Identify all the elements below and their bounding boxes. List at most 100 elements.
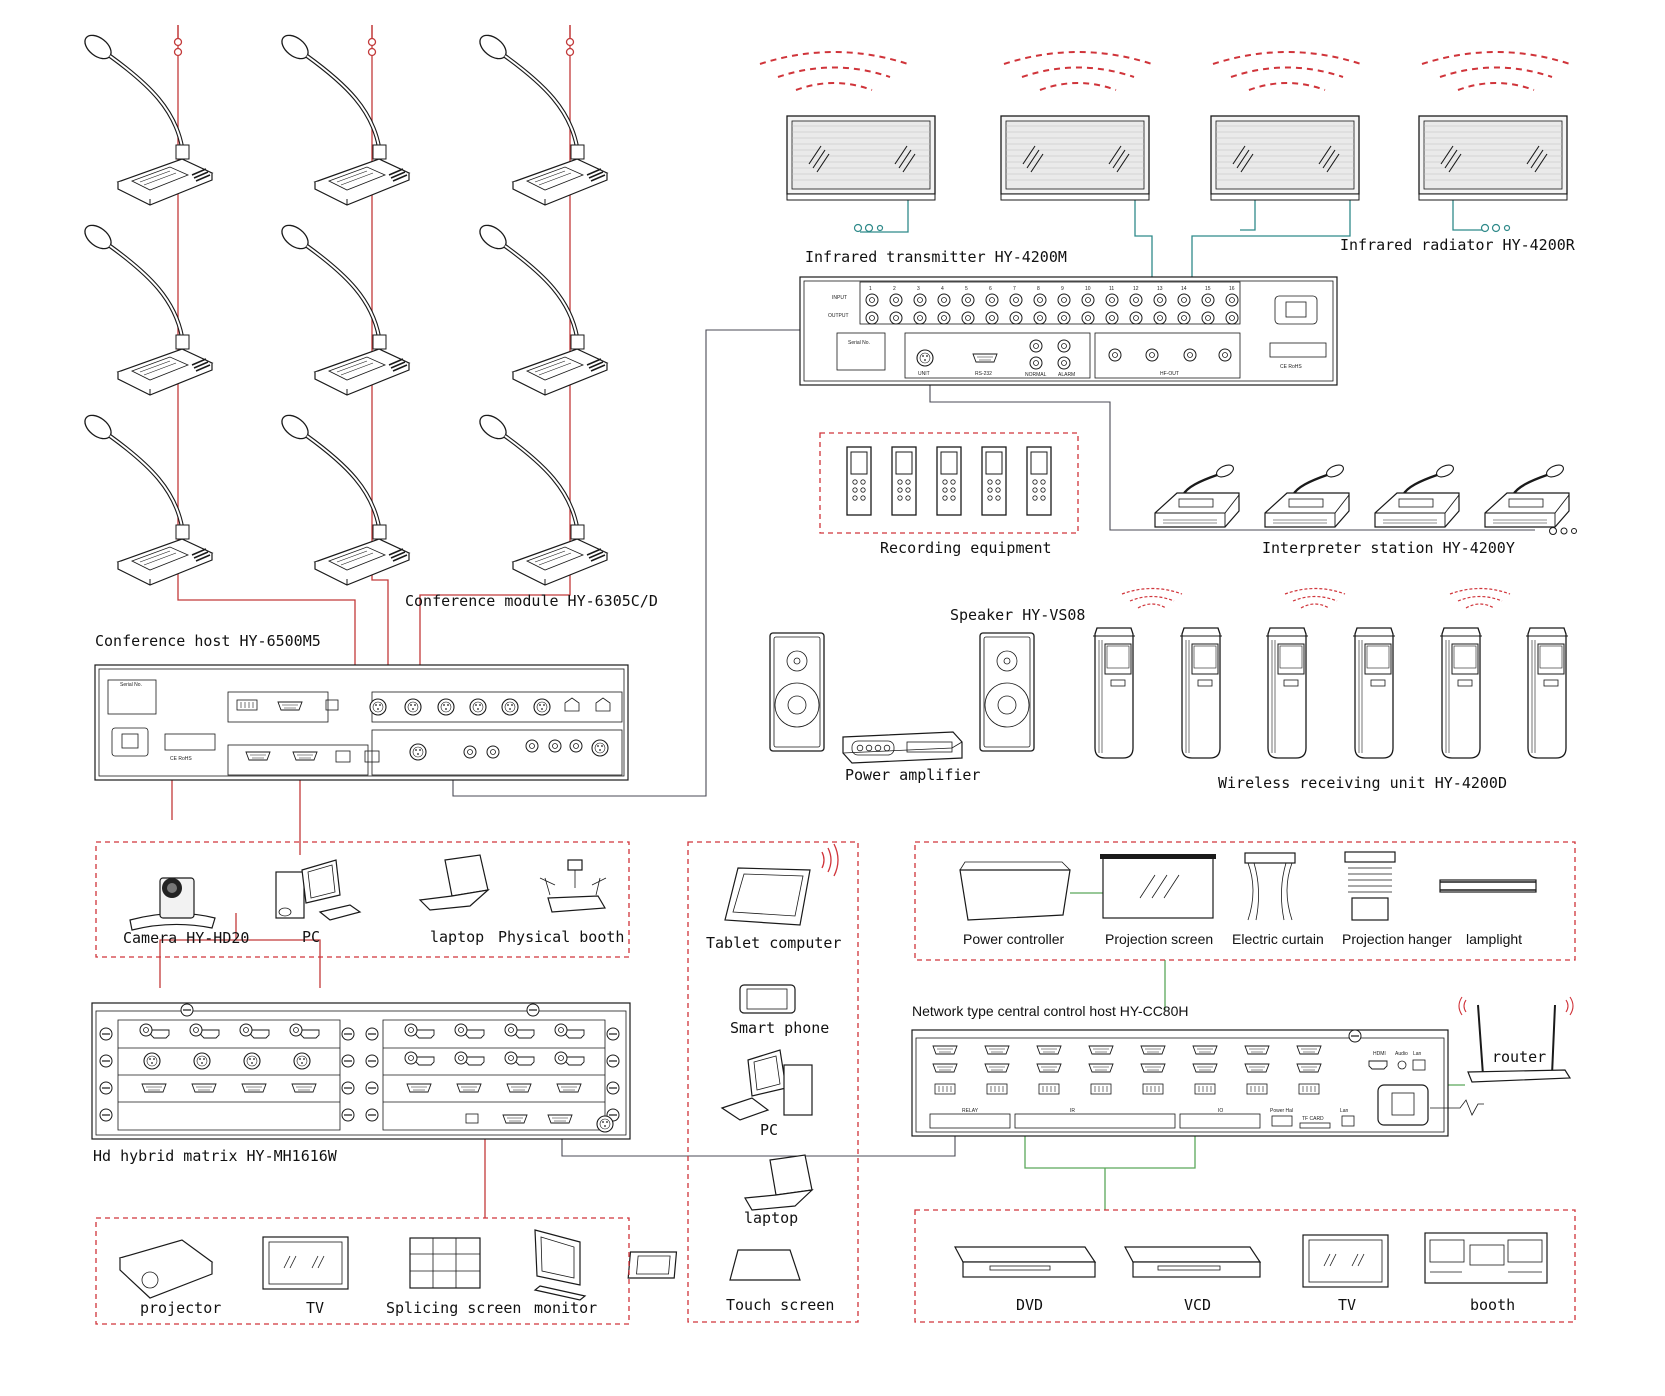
input-jack-icon [1153, 293, 1167, 307]
output-jack-icon [937, 311, 951, 325]
input-jack-icon [1201, 293, 1215, 307]
ir-radiator-icon [1210, 115, 1360, 201]
hd-matrix-device [91, 1002, 631, 1140]
svg-text:Lan: Lan [1340, 1108, 1349, 1114]
display-group [95, 1217, 630, 1325]
camera-icon [129, 877, 216, 931]
speaker-icon [769, 632, 825, 752]
label-power-amplifier: Power amplifier [845, 766, 980, 784]
svg-text:TF CARD: TF CARD [1302, 1116, 1324, 1122]
input-jack-icon [1177, 293, 1191, 307]
ir-radiator-icon [1000, 115, 1150, 201]
svg-text:CE RoHS: CE RoHS [170, 756, 192, 762]
input-jack-icon [1129, 293, 1143, 307]
input-jack-icon [913, 293, 927, 307]
tablet-icon [724, 867, 811, 926]
chain-end-icon [173, 37, 575, 57]
channel-number: 13 [1157, 286, 1163, 292]
label-vcd: VCD [1184, 1296, 1211, 1314]
channel-number: 15 [1205, 286, 1211, 292]
channel-number: 1 [869, 286, 872, 292]
output-jack-icon [865, 311, 879, 325]
conference-mic-icon [81, 31, 212, 205]
svg-text:Lan: Lan [1413, 1051, 1422, 1057]
conference-mic-icon [81, 221, 212, 395]
channel-number: 11 [1109, 286, 1114, 292]
wireless-receiver-icon [1439, 627, 1483, 759]
label-conference-module: Conference module HY-6305C/D [405, 592, 658, 610]
output-jack-icon [1009, 311, 1023, 325]
label-tv-left: TV [306, 1299, 324, 1317]
label-electric-curtain: Electric curtain [1232, 931, 1324, 947]
svg-text:ALARM: ALARM [1058, 372, 1075, 378]
recorder-icon [936, 446, 962, 516]
label-tablet: Tablet computer [706, 934, 841, 952]
wireless-receiver-group [1092, 587, 1569, 759]
svg-text:HF-OUT: HF-OUT [1160, 371, 1179, 377]
svg-text:NORMAL: NORMAL [1025, 372, 1047, 378]
recorder-icon [891, 446, 917, 516]
output-jack-icon [1033, 311, 1047, 325]
label-booth: booth [1470, 1296, 1515, 1314]
physical-booth-icon [539, 859, 607, 913]
ir-radiator-icon [1418, 115, 1568, 201]
wireless-receiver-icon [1179, 627, 1223, 759]
svg-text:HDMI: HDMI [1373, 1051, 1386, 1057]
interpreter-station-icon [1153, 461, 1241, 529]
output-jack-icon [1057, 311, 1071, 325]
router-icon [1458, 996, 1574, 1083]
label-pc-top: PC [302, 928, 320, 946]
channel-number: 14 [1181, 286, 1187, 292]
chain-end-icon [1549, 527, 1577, 535]
svg-text:Power Hal: Power Hal [1270, 1108, 1293, 1114]
output-jack-icon [1225, 311, 1239, 325]
channel-number: 9 [1061, 286, 1064, 292]
label-speaker: Speaker HY-VS08 [950, 606, 1085, 624]
vcd-icon [1124, 1246, 1262, 1278]
output-jack-icon [1153, 311, 1167, 325]
tv-icon [1302, 1234, 1389, 1288]
ir-wave-icon [759, 51, 909, 91]
power-amplifier-icon [842, 731, 963, 764]
electric-curtain-icon [1244, 852, 1296, 921]
label-projector: projector [140, 1299, 221, 1317]
label-projection-hanger: Projection hanger [1342, 931, 1452, 947]
channel-number: 10 [1085, 286, 1091, 292]
output-jack-icon [889, 311, 903, 325]
signal-icon [1121, 587, 1511, 609]
label-power-controller: Power controller [963, 931, 1064, 947]
touch-screen-icon [627, 1249, 801, 1281]
channel-number: 7 [1013, 286, 1016, 292]
label-dvd: DVD [1016, 1296, 1043, 1314]
channel-number: 16 [1229, 286, 1235, 292]
label-wireless-unit: Wireless receiving unit HY-4200D [1218, 774, 1507, 792]
interpreter-station-icon [1373, 461, 1461, 529]
power-controller-icon [959, 861, 1071, 921]
chain-end-icon [853, 223, 1511, 233]
output-jack-icon [1129, 311, 1143, 325]
conference-mic-icon [476, 411, 607, 585]
monitor-icon [533, 1229, 587, 1301]
conference-mic-icon [81, 411, 212, 585]
label-central-control: Network type central control host HY-CC8… [912, 1003, 1189, 1019]
svg-text:Serial No.: Serial No. [120, 682, 142, 688]
label-matrix: Hd hybrid matrix HY-MH1616W [93, 1147, 338, 1165]
laptop-icon [744, 1154, 814, 1211]
booth-icon [1424, 1232, 1548, 1284]
smart-phone-icon [739, 984, 796, 1014]
projection-screen-icon [1100, 854, 1216, 919]
channel-number: 3 [917, 286, 920, 292]
tv-icon [262, 1236, 349, 1290]
input-jack-icon [865, 293, 879, 307]
channel-number: 4 [941, 286, 944, 292]
projection-hanger-icon [1344, 851, 1396, 921]
channel-number: 5 [965, 286, 968, 292]
label-projection-screen: Projection screen [1105, 931, 1213, 947]
wireless-receiver-icon [1092, 627, 1136, 759]
laptop-icon [418, 854, 490, 911]
av-playback-group [914, 1209, 1576, 1323]
label-splicing-screen: Splicing screen [386, 1299, 521, 1317]
channel-number: 2 [893, 286, 896, 292]
dvd-icon [954, 1246, 1097, 1278]
